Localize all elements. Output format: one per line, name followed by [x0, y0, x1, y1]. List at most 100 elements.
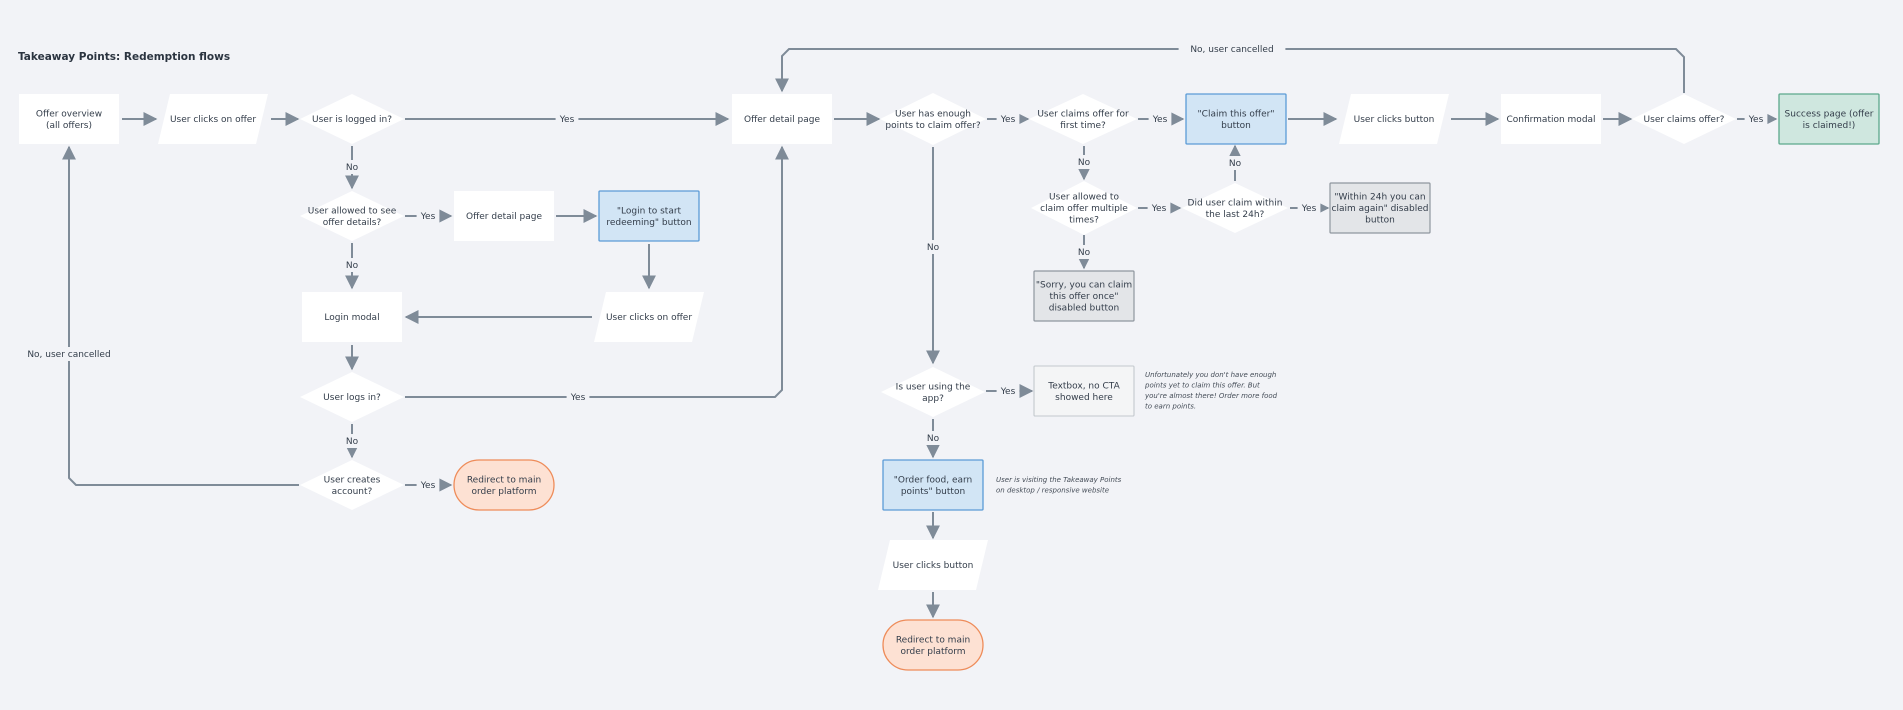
edge-label-bg	[1178, 42, 1286, 56]
node-label: Textbox, no CTA	[1047, 381, 1120, 391]
node-shape	[302, 292, 402, 342]
edge-label-bg	[416, 209, 440, 223]
node-shape	[1031, 181, 1137, 235]
node-label: times?	[1069, 216, 1099, 226]
note-line: you're almost there! Order more food	[1144, 392, 1278, 400]
node-user-logged-in: User is logged in?	[300, 94, 404, 144]
node-shape	[300, 460, 404, 510]
node-label: (all offers)	[46, 121, 92, 131]
node-shape	[1029, 94, 1137, 144]
node-shape	[882, 619, 984, 671]
note-line: points yet to claim this offer. But	[1144, 382, 1260, 390]
node-label: User allowed to	[1049, 193, 1119, 203]
node-redirect-1: Redirect to main order platform	[453, 459, 555, 511]
node-label: is claimed!)	[1803, 121, 1856, 131]
node-user-clicks-button-2: User clicks button	[878, 540, 988, 590]
edge-label: Yes	[1748, 115, 1764, 125]
nodes-layer: Offer overview(all offers)User clicks on…	[19, 93, 1880, 671]
edge-e17: Yes	[1138, 112, 1185, 126]
node-label: Redirect to main	[467, 475, 541, 485]
edge-e25: Yes	[1290, 201, 1330, 215]
edge-label-bg	[555, 112, 579, 126]
node-label: User claims offer?	[1644, 115, 1725, 125]
edge-e13: Yes	[405, 145, 789, 404]
edge-label-bg	[1226, 156, 1244, 170]
edge-label: Yes	[559, 115, 575, 125]
edge-label-bg	[924, 431, 942, 445]
edge-e5: Yes	[405, 209, 453, 223]
edge-label-bg	[1297, 201, 1321, 215]
node-label: User claims offer for	[1037, 109, 1129, 119]
node-user-clicks-button-1: User clicks button	[1339, 94, 1449, 144]
node-textbox-no-cta: Textbox, no CTA showed here	[1033, 365, 1135, 417]
node-claims-first-time: User claims offer for first time?	[1029, 94, 1137, 144]
edge-e3: Yes	[405, 112, 730, 126]
node-shape	[19, 94, 119, 144]
node-user-logs-in: User logs in?	[300, 372, 404, 422]
edge-label-bg	[924, 240, 942, 254]
edge-label: Yes	[420, 481, 436, 491]
node-shape	[1339, 94, 1449, 144]
node-shape	[300, 372, 404, 422]
node-shape	[878, 540, 988, 590]
note-line: User is visiting the Takeaway Points	[996, 476, 1122, 484]
edge-label-bg	[566, 390, 590, 404]
node-success-page: Success page (offer is claimed!)	[1778, 93, 1880, 145]
node-user-clicks-offer-1: User clicks on offer	[158, 94, 268, 144]
edge-label-bg	[996, 112, 1020, 126]
edge-label-bg	[416, 478, 440, 492]
edge-e7: No	[343, 243, 361, 290]
node-label: "Claim this offer"	[1198, 109, 1275, 119]
node-shape	[1033, 365, 1135, 417]
node-label: Did user claim within	[1188, 198, 1283, 208]
node-label: app?	[922, 394, 944, 404]
node-label: order platform	[471, 487, 536, 497]
node-label: showed here	[1055, 393, 1113, 403]
edge-label-bg	[343, 160, 361, 174]
edge-e27: No	[1075, 235, 1093, 270]
edge-label: Yes	[1000, 115, 1016, 125]
diagram-title: Takeaway Points: Redemption flows	[18, 51, 230, 63]
note-line: to earn points.	[1145, 403, 1196, 411]
node-label: disabled button	[1049, 304, 1119, 314]
node-label: Success page (offer	[1785, 109, 1874, 119]
node-shape	[880, 93, 986, 145]
edge-label: No	[1078, 158, 1091, 168]
notes-layer: Unfortunately you don't have enough point…	[996, 371, 1278, 495]
note-line: Unfortunately you don't have enough	[1145, 371, 1276, 379]
edge-label-bg	[1147, 201, 1171, 215]
edge-label: Yes	[420, 212, 436, 222]
edge-e23: No	[1075, 146, 1093, 181]
node-shape	[882, 459, 984, 511]
node-label: Offer detail page	[466, 212, 542, 222]
node-label: points" button	[901, 487, 965, 497]
edge-e11: No	[343, 424, 361, 459]
edge-label: No	[346, 163, 359, 173]
note-points: Unfortunately you don't have enough point…	[1144, 371, 1278, 411]
node-label: this offer once"	[1050, 292, 1119, 302]
edge-e12: Yes	[405, 478, 453, 492]
node-shape	[1033, 270, 1135, 322]
node-shape	[1182, 183, 1288, 233]
node-shape	[158, 94, 268, 144]
node-shape	[454, 191, 554, 241]
node-user-claims-offer: User claims offer?	[1632, 94, 1736, 144]
edge-label-bg	[1075, 155, 1093, 169]
node-label: "Sorry, you can claim	[1036, 281, 1132, 291]
edge-label-bg	[15, 347, 123, 361]
edge-label: No	[346, 437, 359, 447]
node-label: first time?	[1060, 121, 1106, 131]
node-shape	[1501, 94, 1601, 144]
node-label: Login modal	[324, 313, 379, 323]
node-label: account?	[332, 487, 373, 497]
edge-label: Yes	[1152, 115, 1168, 125]
